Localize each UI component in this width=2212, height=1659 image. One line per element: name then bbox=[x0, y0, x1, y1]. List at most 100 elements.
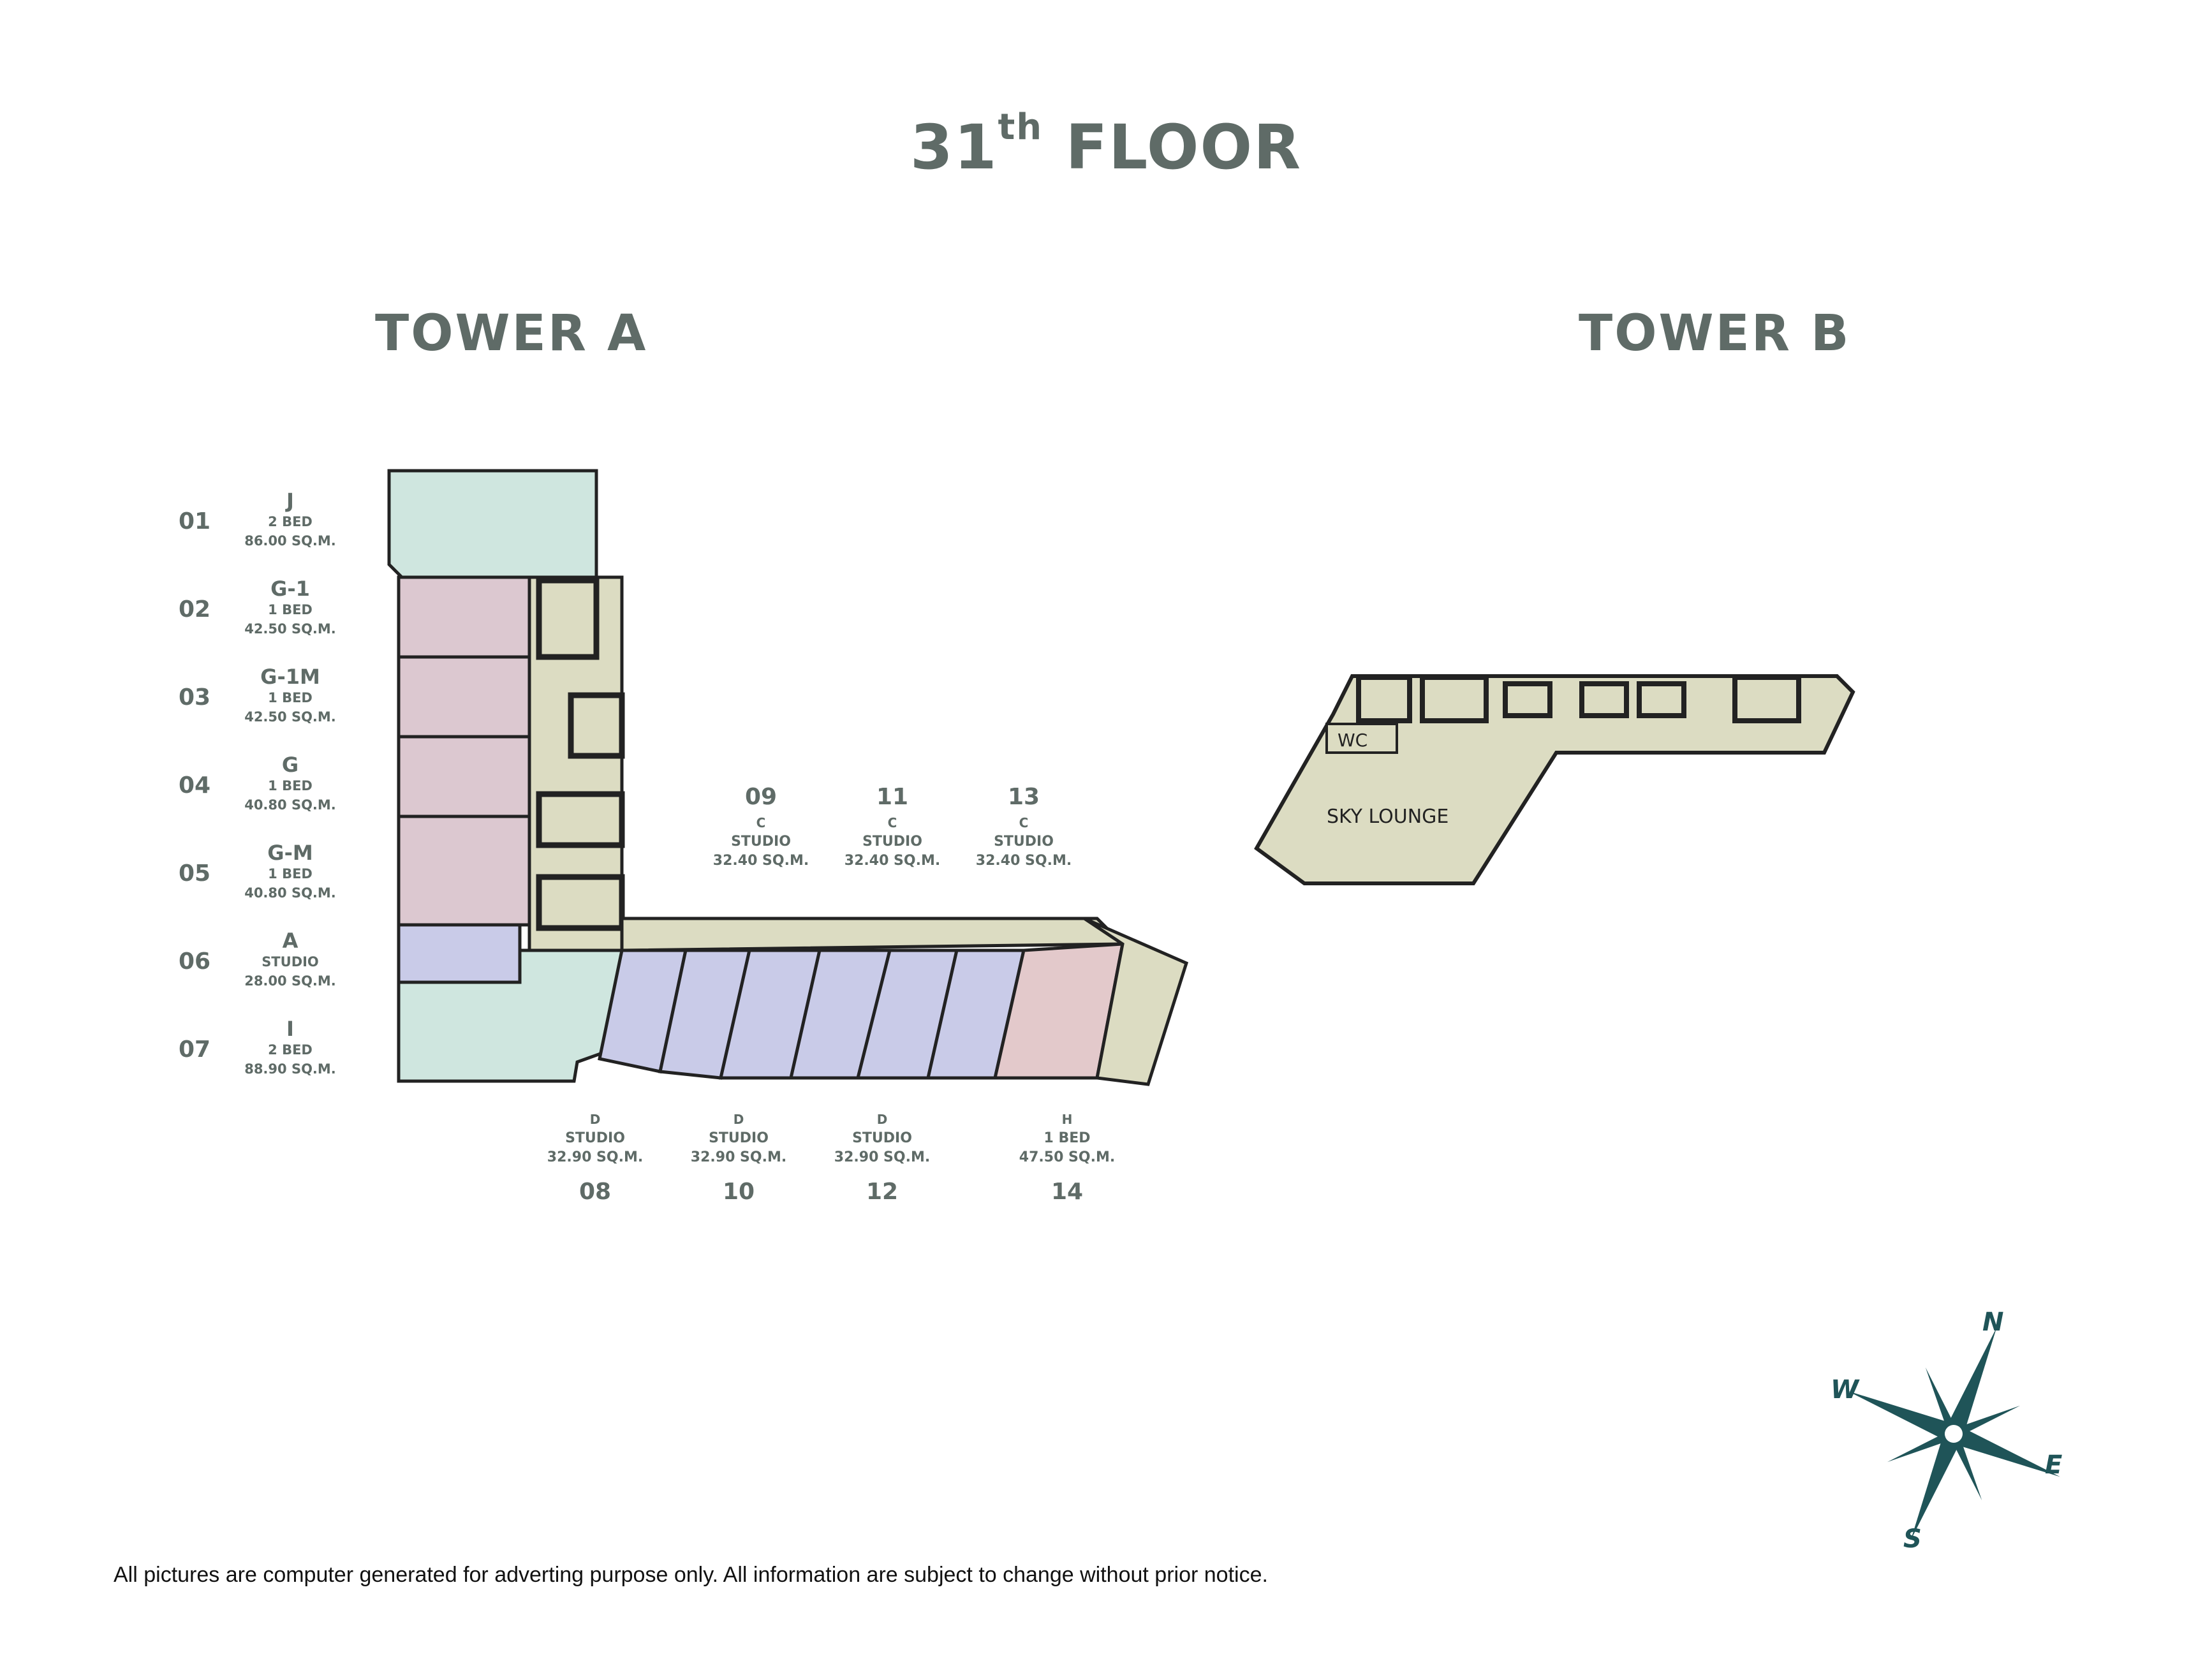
unit-beds: 1 BED bbox=[1043, 1130, 1091, 1146]
unit-area: 32.90 SQ.M. bbox=[547, 1149, 644, 1165]
unit-beds: STUDIO bbox=[709, 1130, 769, 1146]
unit-beds: 2 BED bbox=[268, 1042, 313, 1058]
compass-center bbox=[1940, 1420, 1968, 1448]
compass-rose bbox=[1847, 1327, 2060, 1540]
unit-06-area[interactable] bbox=[397, 923, 522, 984]
compass-sw-point bbox=[1887, 1431, 1954, 1463]
floor-number: 31 bbox=[910, 112, 998, 183]
floor-label: FLOOR bbox=[1065, 112, 1302, 183]
compass-nw-point bbox=[1925, 1367, 1956, 1434]
unit-number: 05 bbox=[178, 860, 211, 887]
unit-number: 07 bbox=[178, 1036, 211, 1063]
tower-b-lift-1 bbox=[1503, 681, 1552, 718]
tower-a-corridor-horizontal bbox=[620, 917, 1126, 952]
unit-01-area[interactable] bbox=[387, 469, 598, 579]
unit-beds: STUDIO bbox=[565, 1130, 625, 1146]
unit-type: A bbox=[282, 929, 299, 953]
tower-b-floor bbox=[1254, 674, 1855, 885]
unit-area: 32.40 SQ.M. bbox=[975, 853, 1072, 869]
tower-a-core-lift-3 bbox=[536, 874, 625, 931]
unit-num: 08 bbox=[579, 1179, 612, 1205]
unit-03-area[interactable] bbox=[397, 655, 531, 739]
unit-type: G bbox=[281, 753, 299, 777]
tower-b-stairs-1 bbox=[1356, 675, 1412, 723]
unit-area: 88.90 SQ.M. bbox=[244, 1061, 336, 1077]
unit-area: 47.50 SQ.M. bbox=[1019, 1149, 1116, 1165]
unit-beds: 1 BED bbox=[268, 602, 313, 617]
unit-area: 42.50 SQ.M. bbox=[244, 621, 336, 637]
unit-num: 10 bbox=[722, 1179, 755, 1205]
tower-a-core-lift-2 bbox=[536, 791, 625, 848]
unit-number: 03 bbox=[178, 684, 211, 711]
tower-a-core-stairs bbox=[536, 577, 600, 660]
unit-type: G-1 bbox=[270, 577, 310, 601]
tower-b-lift-2 bbox=[1579, 681, 1629, 718]
compass-north-point bbox=[1949, 1327, 1997, 1434]
unit-label-bottom: D STUDIO 32.90 SQ.M. 08 bbox=[519, 1110, 672, 1208]
unit-type: C bbox=[887, 815, 897, 830]
tower-b-lounge-label: SKY LOUNGE bbox=[1327, 806, 1449, 828]
tower-a-end-core bbox=[1083, 917, 1189, 1086]
tower-a-core-lift-1 bbox=[568, 692, 625, 759]
tower-a-title: TOWER A bbox=[375, 305, 648, 362]
unit-area: 32.90 SQ.M. bbox=[834, 1149, 931, 1165]
unit-type: D bbox=[876, 1112, 888, 1127]
unit-area: 40.80 SQ.M. bbox=[244, 797, 336, 813]
unit-05-area[interactable] bbox=[397, 815, 531, 927]
unit-beds: STUDIO bbox=[994, 834, 1054, 850]
unit-number: 02 bbox=[178, 596, 211, 623]
unit-type: G-M bbox=[267, 841, 313, 865]
unit-type: I bbox=[286, 1017, 294, 1041]
tower-b-stairs-2 bbox=[1420, 675, 1489, 723]
unit-beds: STUDIO bbox=[852, 1130, 912, 1146]
compass-east-point bbox=[1954, 1429, 2060, 1477]
unit-num: 09 bbox=[744, 784, 778, 810]
unit-num: 13 bbox=[1007, 784, 1040, 810]
floor-suffix: th bbox=[998, 107, 1043, 148]
unit-num: 12 bbox=[866, 1179, 899, 1205]
unit-number: 04 bbox=[178, 772, 211, 799]
unit-beds: STUDIO bbox=[862, 834, 922, 850]
unit-label-bottom: D STUDIO 32.90 SQ.M. 10 bbox=[662, 1110, 815, 1208]
tower-b-plan: WC SKY LOUNGE bbox=[1254, 674, 1855, 885]
unit-type: G-1M bbox=[260, 665, 320, 689]
tower-b-lift-3 bbox=[1637, 681, 1686, 718]
unit-area: 28.00 SQ.M. bbox=[244, 973, 336, 989]
tower-b-wc-room bbox=[1325, 723, 1398, 754]
unit-area: 32.40 SQ.M. bbox=[712, 853, 809, 869]
tower-b-stairs-3 bbox=[1732, 675, 1801, 723]
compass-s-label: S bbox=[1903, 1524, 1922, 1554]
compass-se-point bbox=[1951, 1434, 1982, 1501]
unit-type: D bbox=[733, 1112, 744, 1127]
unit-beds: 1 BED bbox=[268, 866, 313, 881]
unit-type: J bbox=[286, 489, 294, 513]
tower-b-wc-label: WC bbox=[1338, 730, 1368, 751]
unit-num: 14 bbox=[1051, 1179, 1084, 1205]
unit-type: C bbox=[1019, 815, 1029, 830]
compass-south-point bbox=[1910, 1434, 1959, 1540]
unit-beds: STUDIO bbox=[262, 954, 319, 970]
floor-title: 31th FLOOR bbox=[0, 107, 2212, 183]
unit-beds: STUDIO bbox=[731, 834, 791, 850]
compass-west-point bbox=[1847, 1390, 1954, 1439]
unit-area: 86.00 SQ.M. bbox=[244, 533, 336, 549]
tower-b-title: TOWER B bbox=[1579, 305, 1851, 362]
unit-beds: 2 BED bbox=[268, 514, 313, 529]
disclaimer: All pictures are computer generated for … bbox=[114, 1563, 1268, 1587]
unit-number: 01 bbox=[178, 508, 211, 535]
unit-02-area[interactable] bbox=[397, 575, 531, 659]
unit-number: 06 bbox=[178, 948, 211, 975]
unit-area: 32.40 SQ.M. bbox=[844, 853, 941, 869]
unit-beds: 1 BED bbox=[268, 690, 313, 705]
unit-area: 32.90 SQ.M. bbox=[690, 1149, 787, 1165]
unit-area: 42.50 SQ.M. bbox=[244, 709, 336, 725]
unit-type: D bbox=[589, 1112, 601, 1127]
unit-04-area[interactable] bbox=[397, 735, 531, 818]
compass-w-label: W bbox=[1831, 1375, 1860, 1405]
unit-type: C bbox=[756, 815, 766, 830]
